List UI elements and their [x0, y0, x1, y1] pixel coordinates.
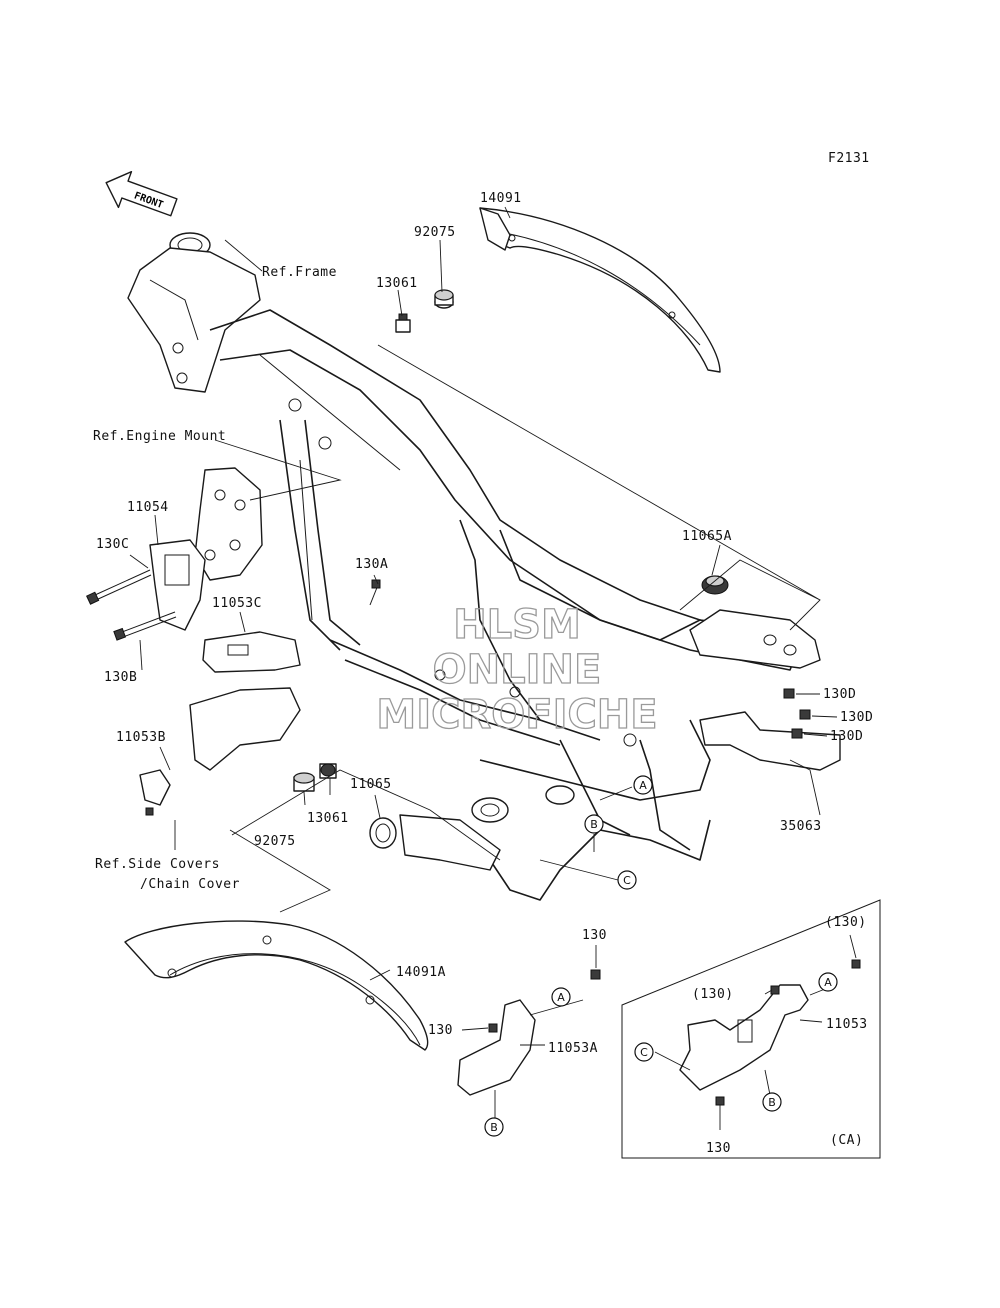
ring-11065: [369, 817, 397, 849]
label-ref-frame: Ref.Frame: [262, 265, 337, 280]
grommet-92075-top: [434, 289, 454, 309]
label-14091: 14091: [480, 191, 522, 206]
label-130-left: 130: [428, 1023, 453, 1038]
label-ref-engine-mount: Ref.Engine Mount: [93, 429, 226, 444]
svg-text:B: B: [768, 1096, 776, 1109]
label-130A: 130A: [355, 557, 388, 572]
svg-text:C: C: [640, 1046, 648, 1059]
grommet-92075-bottom: [293, 772, 315, 792]
bracket-11053A: [457, 969, 601, 1096]
callout-c-inset: C: [634, 1042, 654, 1062]
watermark-line-2: ONLINE: [433, 647, 602, 693]
label-130-inset-bottom: 130: [706, 1141, 731, 1156]
bracket-11054: [149, 539, 206, 631]
label-130D-2: 130D: [840, 710, 873, 725]
svg-text:C: C: [623, 874, 631, 887]
label-13061-top: 13061: [376, 276, 418, 291]
label-11053A: 11053A: [548, 1041, 598, 1056]
engine-mount-plate: [194, 467, 263, 581]
bolt-130C: [86, 569, 152, 605]
watermark: HLSM ONLINE MICROFICHE: [376, 601, 659, 738]
label-130D-1: 130D: [823, 687, 856, 702]
cover-14091: [479, 207, 721, 373]
frame-body: [127, 232, 841, 901]
callout-b-inset: B: [762, 1092, 782, 1112]
leader-lines: [129, 206, 838, 1120]
svg-text:B: B: [590, 818, 598, 831]
label-ref-side-covers: Ref.Side Covers: [95, 857, 220, 872]
bolts-130D: [783, 688, 811, 739]
label-130-mid: 130: [582, 928, 607, 943]
cover-14091A: [124, 920, 429, 1051]
inset-ca: [621, 899, 881, 1159]
label-92075-bottom: 92075: [254, 834, 296, 849]
figure-code: F2131: [828, 151, 870, 166]
label-92075-top: 92075: [414, 225, 456, 240]
label-130-inset-mid: (130): [692, 987, 734, 1002]
svg-text:B: B: [490, 1121, 498, 1134]
svg-text:A: A: [639, 779, 647, 792]
nut-13061-bottom: [319, 763, 337, 779]
front-arrow-icon: FRONT: [105, 170, 178, 217]
bracket-11053B: [139, 687, 301, 816]
grommet-11065A: [701, 575, 729, 595]
callout-a-11053A: A: [551, 987, 571, 1007]
label-35063: 35063: [780, 819, 822, 834]
label-11053C: 11053C: [212, 596, 262, 611]
nut-13061-top: [395, 313, 411, 333]
label-130D-3: 130D: [830, 729, 863, 744]
callout-c-frame: C: [617, 870, 637, 890]
callout-b-11053A: B: [484, 1117, 504, 1137]
label-11054: 11054: [127, 500, 169, 515]
label-130-inset-top-right: (130): [825, 915, 867, 930]
watermark-line-3: MICROFICHE: [376, 692, 657, 738]
label-11065: 11065: [350, 777, 392, 792]
label-11053: 11053: [826, 1017, 868, 1032]
label-11065A: 11065A: [682, 529, 732, 544]
callout-b-frame: B: [584, 814, 604, 834]
label-14091A: 14091A: [396, 965, 446, 980]
bracket-11053C: [202, 631, 301, 673]
label-inset-ca: (CA): [830, 1133, 863, 1148]
label-chain-cover: /Chain Cover: [140, 877, 240, 892]
watermark-line-1: HLSM: [453, 602, 581, 648]
label-130C: 130C: [96, 537, 129, 552]
label-130B: 130B: [104, 670, 137, 685]
svg-text:A: A: [824, 976, 832, 989]
label-11053B: 11053B: [116, 730, 166, 745]
callout-a-inset: A: [818, 972, 838, 992]
label-13061-bottom: 13061: [307, 811, 349, 826]
callout-a-frame: A: [633, 775, 653, 795]
bolt-130A: [369, 579, 381, 606]
bolt-130B: [113, 611, 177, 641]
svg-text:A: A: [557, 991, 565, 1004]
